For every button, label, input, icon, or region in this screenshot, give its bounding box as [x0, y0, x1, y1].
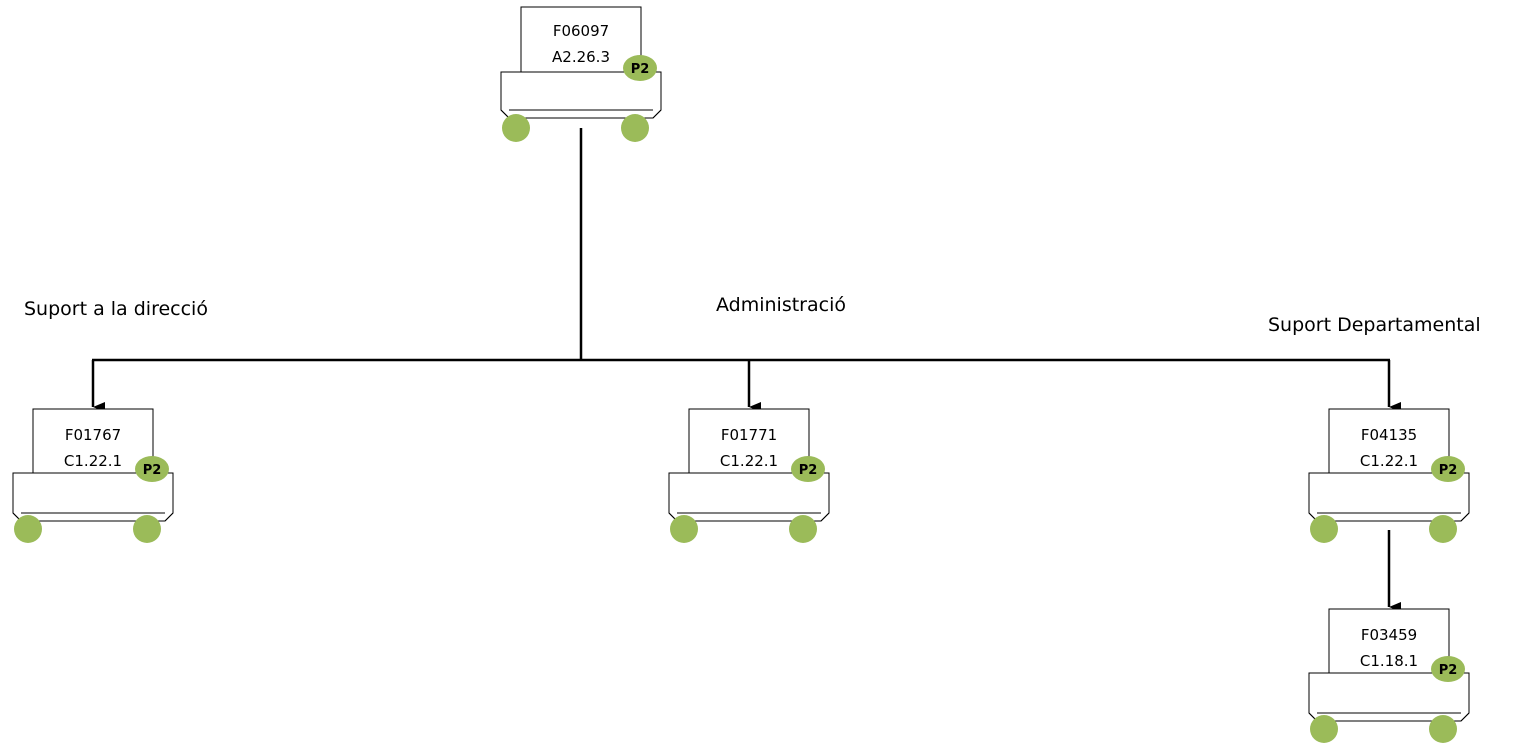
node-card	[1328, 408, 1450, 482]
connectors	[91, 128, 1401, 612]
priority-badge-label: P2	[1439, 463, 1458, 478]
node-class: C1.22.1	[720, 452, 778, 470]
wheel-left	[1310, 515, 1338, 543]
node-code: F04135	[1361, 426, 1417, 444]
wheel-right	[1429, 515, 1457, 543]
node-class: A2.26.3	[552, 48, 610, 66]
priority-badge	[1431, 656, 1465, 682]
node-class: C1.22.1	[64, 452, 122, 470]
wheel-right	[1429, 715, 1457, 743]
wheel-right	[789, 515, 817, 543]
wheel-right	[133, 515, 161, 543]
node-child-3: F03459 C1.18.1 P2	[1308, 608, 1470, 743]
node-card	[1328, 608, 1450, 682]
node-class: C1.22.1	[1360, 452, 1418, 470]
branch-label-3: Suport Departamental	[1268, 314, 1481, 336]
node-card	[32, 408, 154, 482]
priority-badge	[1431, 456, 1465, 482]
node-class: C1.18.1	[1360, 652, 1418, 670]
priority-badge-label: P2	[631, 62, 650, 77]
priority-badge	[135, 456, 169, 482]
node-root: F06097 A2.26.3 P2	[500, 6, 662, 142]
wheel-right	[621, 114, 649, 142]
node-code: F06097	[553, 22, 609, 40]
node-branch-3: F04135 C1.22.1 P2	[1308, 408, 1470, 543]
node-code: F03459	[1361, 626, 1417, 644]
priority-badge-label: P2	[1439, 663, 1458, 678]
branch-label-1: Suport a la direcció	[24, 298, 208, 320]
wheel-left	[1310, 715, 1338, 743]
priority-badge-label: P2	[143, 463, 162, 478]
priority-badge	[623, 55, 657, 81]
node-card	[520, 6, 642, 80]
node-branch-2: F01771 C1.22.1 P2	[668, 408, 830, 543]
wheel-left	[14, 515, 42, 543]
wheel-left	[670, 515, 698, 543]
wheel-left	[502, 114, 530, 142]
node-branch-1: F01767 C1.22.1 P2	[12, 408, 174, 543]
branch-label-2: Administració	[716, 294, 846, 316]
priority-badge	[791, 456, 825, 482]
node-code: F01767	[65, 426, 121, 444]
priority-badge-label: P2	[799, 463, 818, 478]
node-card	[688, 408, 810, 482]
node-code: F01771	[721, 426, 777, 444]
